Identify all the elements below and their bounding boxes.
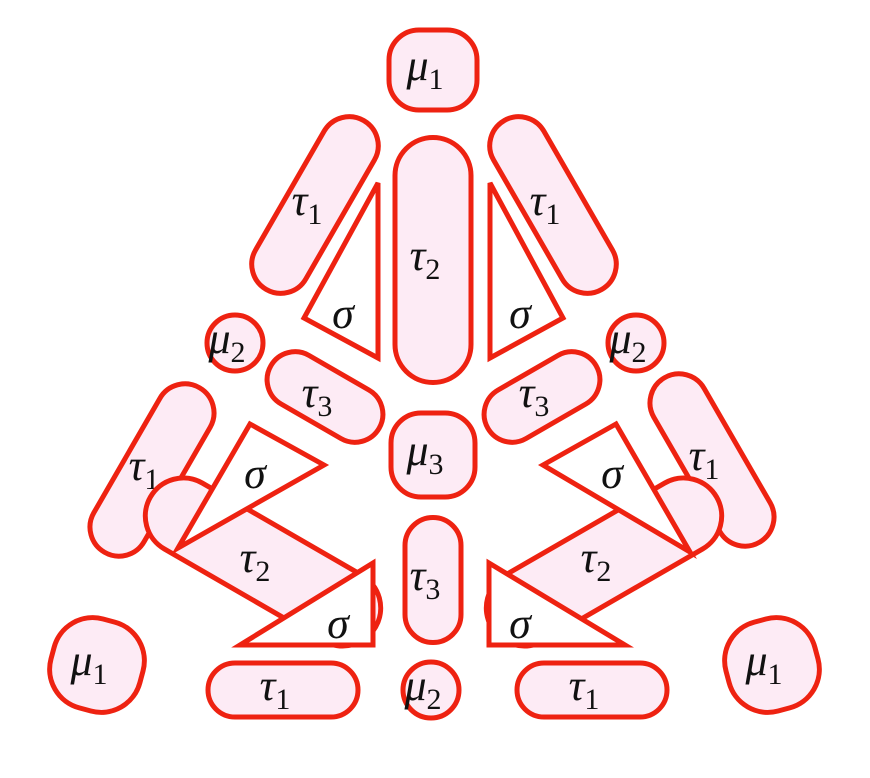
region-shape — [722, 615, 822, 715]
triangle-shape — [487, 181, 567, 363]
region-sigma-mid-left: σ — [171, 420, 330, 555]
region-sigma-bottom-right: σ — [486, 558, 634, 648]
sigma-label: σ — [509, 289, 533, 338]
region-shape — [487, 114, 619, 296]
region-label: τ1 — [260, 661, 291, 716]
region-mu2-left: μ2 — [204, 312, 266, 374]
region-shape — [402, 515, 464, 645]
region-shape — [647, 371, 777, 549]
region-label: μ1 — [744, 636, 782, 691]
region-label: τ1 — [569, 661, 600, 716]
region-mu1-bottom-left: μ1 — [47, 615, 147, 715]
region-tau3-right: τ3 — [481, 349, 603, 445]
region-label: τ1 — [689, 431, 720, 486]
region-tau3-bottom: τ3 — [402, 515, 464, 645]
region-mu2-right: μ2 — [605, 312, 667, 374]
sigma-triangles: σ σ σ σ σ σ — [171, 181, 697, 648]
region-label: τ1 — [292, 176, 323, 231]
region-label: μ1 — [405, 41, 443, 96]
region-shape — [481, 349, 603, 445]
region-label: μ3 — [405, 426, 443, 481]
region-tau1-top-left: τ1 — [249, 114, 381, 296]
region-shape — [392, 135, 474, 385]
region-label: τ2 — [240, 533, 271, 588]
triangle-shape — [537, 420, 697, 560]
region-tau2-top: τ2 — [392, 135, 474, 385]
region-shape — [264, 349, 386, 445]
region-shape — [386, 27, 480, 113]
region-label: τ1 — [530, 176, 561, 231]
region-label: τ2 — [410, 231, 441, 286]
sigma-label: σ — [332, 289, 356, 338]
region-shape — [249, 114, 381, 296]
triangle-shape — [171, 420, 330, 555]
region-label: μ1 — [69, 636, 107, 691]
region-shape — [605, 312, 667, 374]
region-mu1-bottom-right: μ1 — [722, 615, 822, 715]
region-label: τ3 — [302, 368, 333, 423]
region-label: τ3 — [519, 368, 550, 423]
region-sigma-top-right: σ — [487, 181, 567, 363]
triangle-shape — [300, 181, 381, 363]
region-label: μ2 — [403, 661, 441, 716]
region-shape — [400, 659, 462, 721]
region-tau3-left: τ3 — [264, 349, 386, 445]
region-mu1-top: μ1 — [386, 27, 480, 113]
sigma-label: σ — [509, 599, 533, 648]
region-shape — [204, 312, 266, 374]
region-shape — [205, 660, 361, 720]
region-label: μ2 — [608, 314, 646, 369]
region-label: μ2 — [207, 314, 245, 369]
region-shape — [47, 615, 147, 715]
region-sigma-mid-right: σ — [537, 420, 697, 560]
region-mu3-center: μ3 — [388, 410, 478, 500]
region-tau1-bottom-left: τ1 — [205, 660, 361, 720]
sigma-label: σ — [601, 449, 625, 498]
region-shape — [388, 410, 478, 500]
region-tau1-mid-right: τ1 — [647, 371, 777, 549]
region-shape — [514, 660, 670, 720]
region-sigma-bottom-left: σ — [231, 558, 376, 648]
triangle-shape — [231, 558, 376, 648]
region-tau1-bottom-right: τ1 — [514, 660, 670, 720]
region-sigma-top-left: σ — [300, 181, 381, 363]
region-tau1-top-right: τ1 — [487, 114, 619, 296]
region-label: τ2 — [581, 533, 612, 588]
sigma-label: σ — [327, 599, 351, 648]
sigma-label: σ — [244, 449, 268, 498]
triangle-shape — [486, 558, 634, 648]
region-mu2-bottom: μ2 — [400, 659, 462, 721]
region-label: τ3 — [410, 551, 441, 606]
